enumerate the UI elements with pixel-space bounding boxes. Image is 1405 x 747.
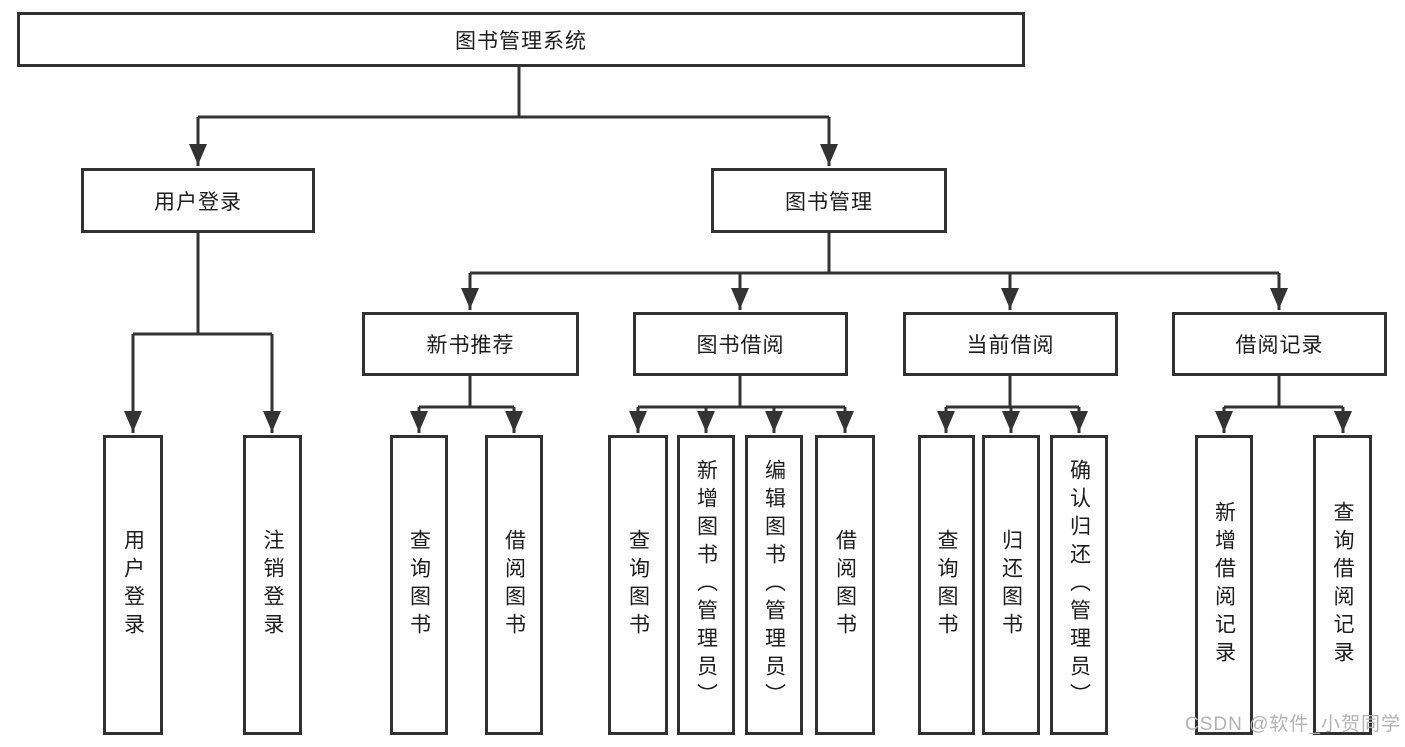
node-user-login-leaf: 用户登录 [103, 435, 163, 735]
node-edit-book-admin: 编辑图书（管理员） [745, 435, 803, 735]
node-label: 用户登录 [121, 529, 145, 641]
node-confirm-return-admin: 确认归还（管理员） [1050, 435, 1108, 735]
node-query-borrow-record: 查询借阅记录 [1313, 435, 1372, 735]
node-label: 查询借阅记录 [1331, 501, 1354, 669]
node-book-borrowing: 图书借阅 [633, 312, 848, 376]
node-label: 查询图书 [935, 529, 958, 641]
node-query-books-borrowing: 查询图书 [608, 435, 668, 735]
node-root-system: 图书管理系统 [17, 12, 1025, 67]
node-logout: 注销登录 [243, 435, 302, 735]
node-new-book-recommendation: 新书推荐 [362, 312, 579, 376]
node-borrow-books-borrowing: 借阅图书 [815, 435, 875, 735]
node-label: 新增图书（管理员） [694, 459, 718, 711]
node-return-books: 归还图书 [982, 435, 1040, 735]
node-label: 确认归还（管理员） [1067, 459, 1091, 711]
node-add-book-admin: 新增图书（管理员） [677, 435, 735, 735]
node-book-management: 图书管理 [711, 168, 947, 233]
arrowheads [124, 144, 1352, 432]
watermark: CSDN @软件_小贺同学 [1185, 714, 1401, 735]
node-label: 注销登录 [261, 529, 284, 641]
node-query-books-current: 查询图书 [918, 435, 975, 735]
node-add-borrow-record: 新增借阅记录 [1195, 435, 1253, 735]
node-current-borrowing: 当前借阅 [903, 312, 1118, 376]
node-label: 查询图书 [626, 529, 650, 641]
node-label: 新增借阅记录 [1212, 501, 1236, 669]
node-label: 归还图书 [999, 529, 1023, 641]
node-borrow-books-recommend: 借阅图书 [485, 435, 543, 735]
node-label: 借阅图书 [833, 529, 857, 641]
node-user-login: 用户登录 [81, 168, 315, 233]
node-label: 编辑图书（管理员） [762, 459, 786, 711]
node-borrowing-records: 借阅记录 [1172, 312, 1387, 376]
node-query-books-recommend: 查询图书 [390, 435, 448, 735]
node-label: 借阅图书 [502, 529, 526, 641]
node-label: 查询图书 [407, 529, 431, 641]
